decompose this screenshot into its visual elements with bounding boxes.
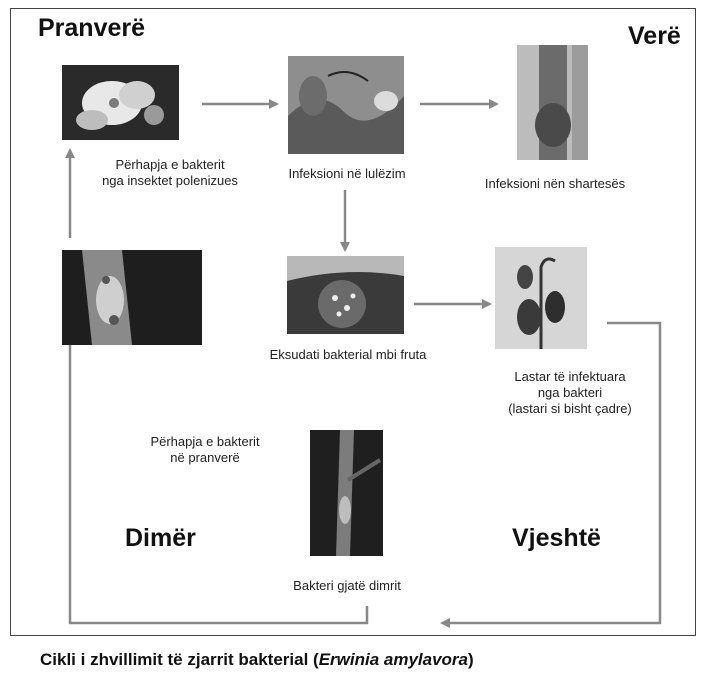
photo-bark-infection <box>517 45 588 160</box>
figure-caption-prefix: Cikli i zhvillimit të zjarrit bakterial … <box>40 650 319 669</box>
diagram-frame <box>10 8 696 636</box>
arrow-shoots-to-winter <box>440 321 662 628</box>
photo-fruit-exudate <box>287 256 404 334</box>
figure-caption-species: Erwinia amylavora <box>318 650 469 669</box>
caption-spring-spread: Përhapja e bakterit në pranverë <box>120 434 290 466</box>
arrow-winter-to-canker <box>65 331 369 625</box>
figure-caption: Cikli i zhvillimit të zjarrit bakterial … <box>40 650 474 670</box>
caption-infected-shoots-line1: Lastar të infektuara <box>514 369 626 384</box>
caption-infected-shoots-line2: nga bakteri <box>537 385 603 400</box>
season-spring: Pranverë <box>38 14 146 42</box>
caption-insect-spread-line2: nga insektet polenizues <box>102 173 238 188</box>
figure-caption-suffix: ) <box>468 650 474 669</box>
season-winter: Dimër <box>125 524 196 552</box>
caption-spring-spread-line1: Përhapja e bakterit <box>150 434 260 449</box>
season-summer: Verë <box>628 22 681 50</box>
caption-infected-shoots: Lastar të infektuara nga bakteri (lastar… <box>485 369 655 417</box>
photo-apple-blossom <box>62 65 179 140</box>
caption-blossom-infection: Infeksioni në lulëzim <box>288 166 406 181</box>
caption-bark-infection: Infeksioni nën shartesës <box>484 176 626 191</box>
season-autumn: Vjeshtë <box>512 524 601 552</box>
caption-fruit-exudate: Eksudati bakterial mbi fruta <box>269 347 427 362</box>
photo-blossom-infection <box>288 56 404 154</box>
photo-canker-branch <box>62 250 202 345</box>
caption-insect-spread-line1: Përhapja e bakterit <box>115 157 225 172</box>
caption-spring-spread-line2: në pranverë <box>170 450 240 465</box>
caption-winter-bacteria: Bakteri gjatë dimrit <box>293 578 401 593</box>
photo-infected-shoots <box>495 247 587 349</box>
caption-infected-shoots-line3: (lastari si bisht çadre) <box>508 401 632 416</box>
caption-insect-spread: Përhapja e bakterit nga insektet poleniz… <box>85 157 255 189</box>
photo-winter-bacteria <box>310 430 383 556</box>
